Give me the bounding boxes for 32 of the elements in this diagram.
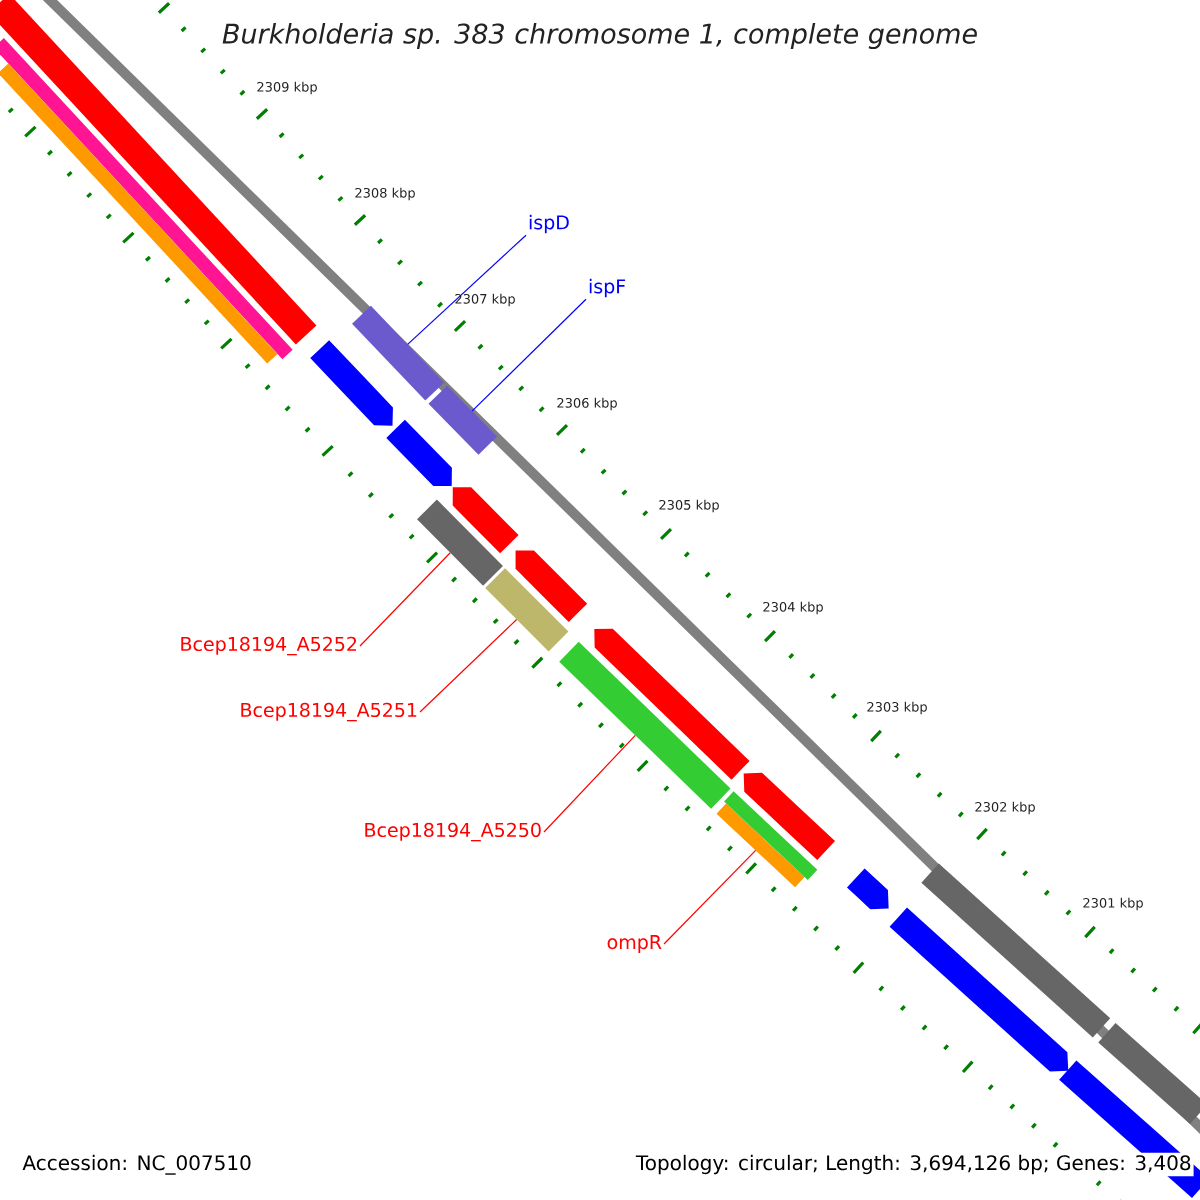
gene-bar: [921, 863, 1111, 1038]
gene-bar: [452, 487, 519, 554]
gene-label: Bcep18194_A5250: [365, 822, 541, 842]
leader-line: [359, 552, 451, 647]
gene-bar: [310, 340, 393, 426]
gene-label: Bcep18194_A5252: [181, 636, 357, 656]
gene-label: ompR: [607, 935, 662, 953]
gene-bar: [386, 419, 452, 487]
footer-text: Accession: NC_007510: [20, 1152, 254, 1177]
gene-bar: [559, 641, 731, 809]
gene-label: ispD: [529, 214, 569, 234]
gene-bar: [594, 628, 750, 780]
gene-bar: [724, 791, 818, 880]
title: Burkholderia sp. 383 chromosome 1, complete genome: [222, 22, 977, 50]
gene-bar: [846, 868, 889, 910]
gene-bar: [352, 305, 445, 401]
leader-line: [471, 298, 587, 412]
leader-line: [663, 849, 757, 945]
gene-label: ispF: [589, 278, 626, 298]
leader-line: [407, 234, 527, 345]
gene-bar: [515, 550, 588, 623]
gene-bar: [743, 772, 835, 861]
footer-text: Topology: circular; Length: 3,694,126 bp; Genes: 3,408: [633, 1152, 1194, 1177]
leader-line: [419, 618, 518, 713]
leader-line: [543, 734, 636, 833]
gene-bar: [1098, 1022, 1200, 1124]
gene-bar: [417, 499, 503, 586]
gene-bar: [485, 568, 569, 652]
gene-bar: [428, 385, 498, 455]
gene-bar: [716, 803, 805, 888]
gene-label: Bcep18194_A5251: [241, 702, 417, 722]
gene-bar: [889, 907, 1069, 1072]
